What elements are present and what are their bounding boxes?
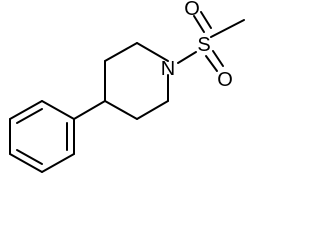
double-bond-ph2-ph3 <box>16 108 43 124</box>
double-bond-ph4-ph5 <box>16 149 43 165</box>
atom-label-oxygen-top: O <box>184 0 200 20</box>
bond-s-o-top-a <box>193 15 205 33</box>
structure-diagram: N S O O <box>9 0 245 173</box>
bond-ph2-ph3 <box>9 100 43 120</box>
bond-s-o-top-b <box>200 11 212 29</box>
bond-c6-c5 <box>136 100 169 120</box>
bond-ph5-ph6 <box>41 153 75 173</box>
piperidine-ring <box>104 42 169 120</box>
bond-n-s <box>177 51 197 64</box>
sulfonyl-group <box>177 11 245 72</box>
bond-c5-c4 <box>104 100 138 120</box>
bond-s-o-bottom-b <box>212 50 224 67</box>
bond-c3-c2 <box>104 42 138 62</box>
bond-s-methyl <box>210 19 245 38</box>
bond-s-o-bottom-a <box>205 55 218 72</box>
atom-label-nitrogen: N <box>161 58 175 80</box>
atom-label-oxygen-bottom: O <box>217 69 233 91</box>
atom-label-sulfur: S <box>197 34 210 56</box>
phenyl-ring <box>9 100 75 173</box>
bond-c4-phenyl <box>73 100 106 120</box>
bond-c2-n <box>136 42 169 62</box>
bond-ph1-ph2 <box>41 100 75 120</box>
bond-ph4-ph5 <box>9 153 43 173</box>
